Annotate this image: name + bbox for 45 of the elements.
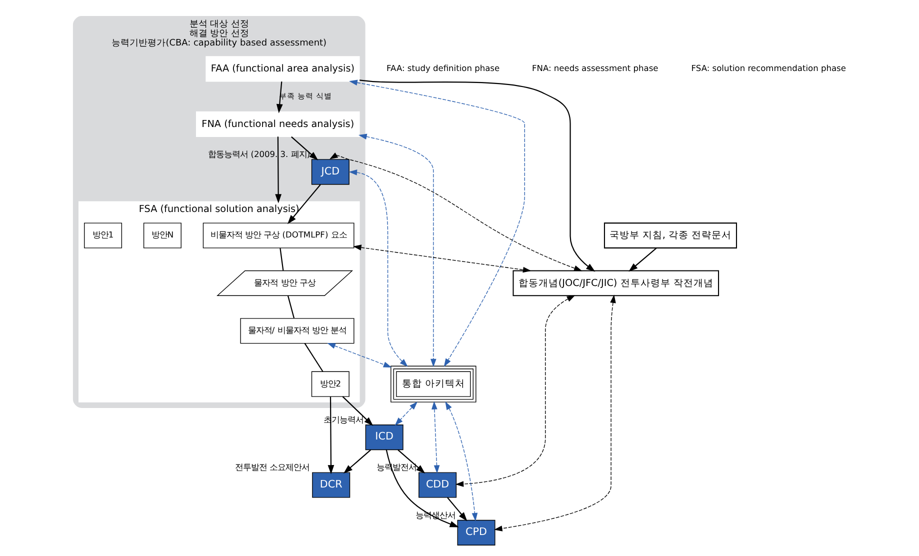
arrow <box>330 152 582 272</box>
arrow <box>291 136 318 160</box>
arrow <box>398 450 426 474</box>
node-box: 방안2 <box>311 371 350 397</box>
node-box: FAA (functional area analysis) <box>206 56 360 82</box>
arrow <box>455 295 576 487</box>
arrow <box>287 184 321 224</box>
node-box: FNA (functional needs analysis) <box>196 111 360 137</box>
node-box: 비물자적 방안 구상 (DOTMLPF) 요소 <box>202 222 354 248</box>
arrow <box>394 402 418 426</box>
label: FNA: needs assessment phase <box>532 63 658 74</box>
arrow <box>447 497 468 522</box>
arrow <box>353 244 532 273</box>
node-box: 방안N <box>143 222 182 248</box>
node-box: 물자적/ 비물자적 방안 분석 <box>240 318 354 344</box>
node-label: 합동능력서 (2009. 3. 폐지) <box>208 149 310 160</box>
arrow <box>348 170 408 367</box>
label: FAA: study definition phase <box>386 63 500 74</box>
connector <box>304 343 324 372</box>
connector <box>280 248 284 271</box>
node-label: 전투발전 소요제안서 <box>235 462 310 472</box>
arrow <box>349 80 525 367</box>
arrow <box>359 80 596 272</box>
node-box: ICD <box>365 424 404 450</box>
arrow <box>276 82 283 114</box>
node-box: 합동개념(JOC/JFC/JIC) 전투사령부 작전개념 <box>512 270 720 296</box>
arrow <box>275 136 282 204</box>
arrow <box>358 134 436 368</box>
arrow <box>494 294 616 532</box>
arrow <box>344 450 371 474</box>
node-box: JCD <box>311 159 350 185</box>
node-box: 통합 아키텍처 <box>390 366 476 402</box>
label: FSA: solution recommendation phase <box>691 63 846 74</box>
node-box: DCR <box>312 472 350 498</box>
node-box: CDD <box>418 472 457 498</box>
arrow <box>628 248 657 272</box>
node-box: 방안1 <box>84 222 122 248</box>
node-box: 국방부 지침, 각종 전략문서 <box>604 222 738 248</box>
node-box: CPD <box>457 520 496 546</box>
arrow <box>432 401 440 474</box>
arrow <box>386 450 459 528</box>
arrow <box>327 342 392 368</box>
arrow <box>328 396 334 474</box>
arrow <box>445 401 478 522</box>
connector <box>287 296 295 318</box>
